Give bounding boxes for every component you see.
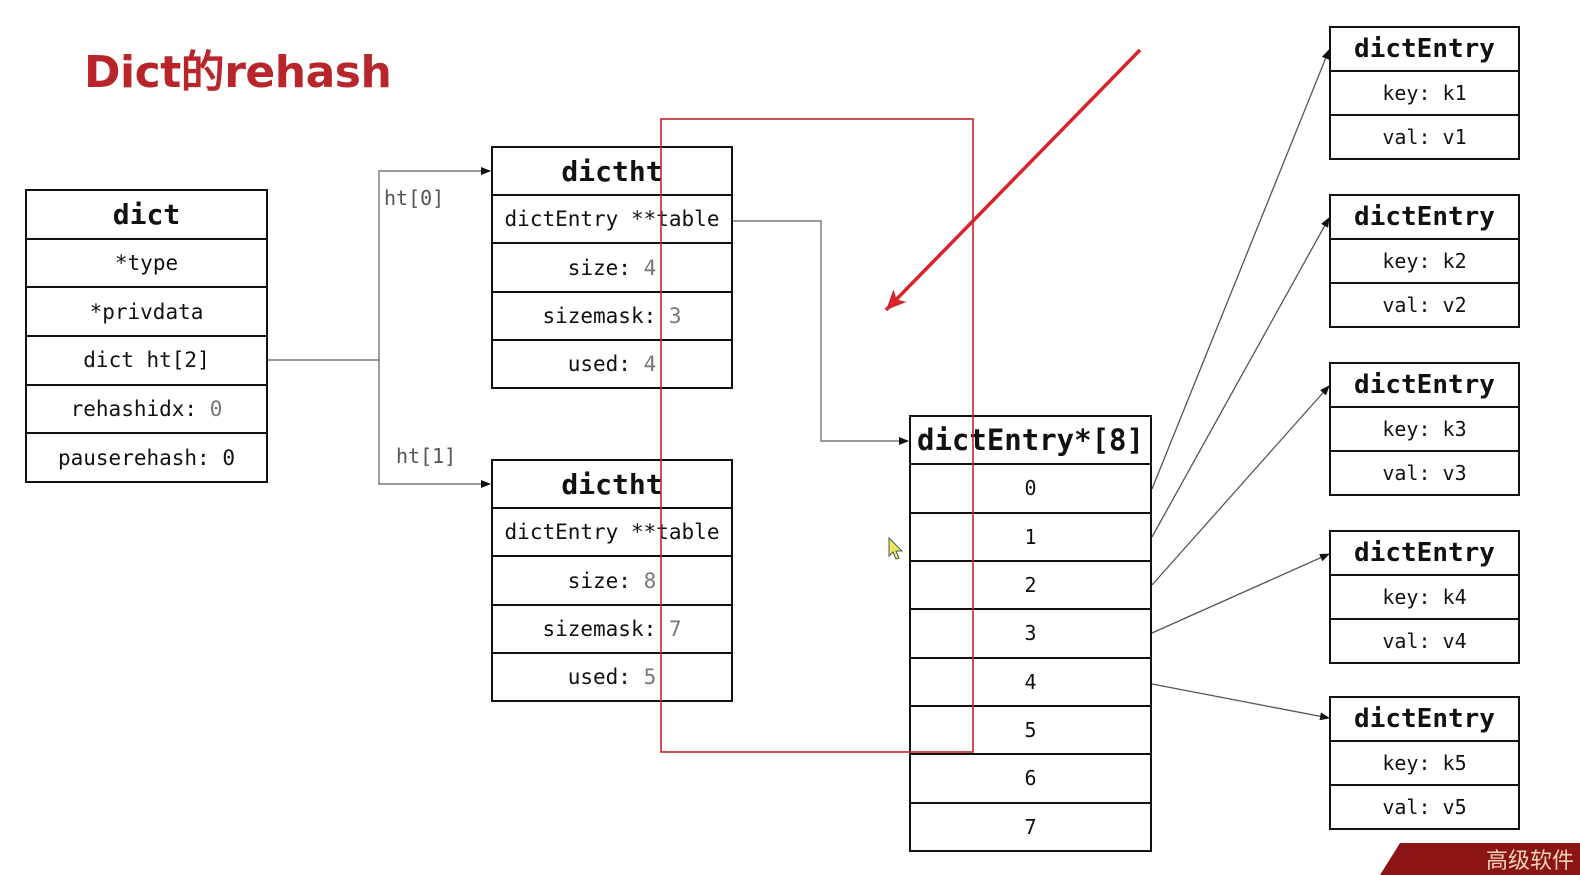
dictentry-array: dictEntry*[8] 0 1 2 3 4 5 6 7 bbox=[909, 415, 1152, 852]
dictentry-k1: dictEntry key: k1 val: v1 bbox=[1329, 26, 1520, 160]
dictentry-k1-val: val: v1 bbox=[1382, 125, 1467, 149]
slot4-to-k5-connector bbox=[1151, 683, 1330, 721]
dictentry-k4-header: dictEntry bbox=[1331, 532, 1518, 576]
dictht-0-size-field: size: 4 bbox=[493, 244, 731, 293]
dictht-0-table-field: dictEntry **table bbox=[493, 196, 731, 245]
dictht-0-header: dictht bbox=[493, 148, 731, 197]
dictentry-k3-key: key: k3 bbox=[1331, 408, 1518, 452]
dictentry-k4: dictEntry key: k4 val: v4 bbox=[1329, 530, 1520, 664]
array-slot-2: 2 bbox=[911, 562, 1150, 611]
array-slot-0: 0 bbox=[911, 465, 1150, 514]
watermark-brand: 高级软件 bbox=[1485, 849, 1574, 874]
dictentry-k3-header: dictEntry bbox=[1331, 364, 1518, 408]
dictentry-k2-val: val: v2 bbox=[1382, 293, 1467, 317]
dictht-1-header: dictht bbox=[493, 461, 731, 510]
array-slot-4: 4 bbox=[911, 659, 1150, 707]
dictht-0-sizemask-field: sizemask: 3 bbox=[493, 293, 731, 341]
dictentry-k5: dictEntry key: k5 val: v5 bbox=[1329, 696, 1520, 830]
dictht-1-used-field: used: 5 bbox=[567, 664, 657, 689]
dict-type-field: *type bbox=[27, 240, 266, 289]
dictentry-k2: dictEntry key: k2 val: v2 bbox=[1329, 194, 1520, 328]
dict-pauserehash-field: pauserehash: 0 bbox=[57, 445, 236, 470]
dictht-0: dictht dictEntry **table size: 4 sizemas… bbox=[491, 146, 733, 389]
mouse-cursor-icon bbox=[888, 536, 904, 560]
array-slot-5: 5 bbox=[911, 707, 1150, 756]
dictentry-k2-header: dictEntry bbox=[1331, 196, 1518, 240]
slot2-to-k3-connector bbox=[1151, 385, 1330, 586]
dictentry-k1-header: dictEntry bbox=[1331, 28, 1518, 72]
dictentry-k5-header: dictEntry bbox=[1331, 698, 1518, 742]
dictht-1-sizemask-field: sizemask: 7 bbox=[493, 606, 731, 654]
array-slot-3: 3 bbox=[911, 610, 1150, 659]
ht0-label: ht[0] bbox=[384, 186, 445, 210]
array-slot-7: 7 bbox=[1024, 814, 1037, 839]
brand-watermark: 高级软件 bbox=[1380, 843, 1580, 875]
dictentry-k3: dictEntry key: k3 val: v3 bbox=[1329, 362, 1520, 496]
dictentry-k1-key: key: k1 bbox=[1331, 72, 1518, 116]
slide-title: Dict的rehash bbox=[84, 47, 392, 98]
dictht-1-table-field: dictEntry **table bbox=[493, 509, 731, 558]
slot0-to-k1-connector bbox=[1151, 49, 1330, 490]
slot3-to-k4-connector bbox=[1151, 553, 1330, 634]
dict-struct: dict *type *privdata dict ht[2] rehashid… bbox=[25, 189, 268, 483]
ht1-label: ht[1] bbox=[396, 444, 457, 468]
dictentry-k2-key: key: k2 bbox=[1331, 240, 1518, 284]
dictentry-k4-val: val: v4 bbox=[1382, 629, 1467, 653]
dict-header: dict bbox=[27, 191, 266, 240]
dictentry-k3-val: val: v3 bbox=[1382, 461, 1467, 485]
annotation-arrow bbox=[884, 48, 1142, 312]
dict-ht-field: dict ht[2] bbox=[27, 337, 266, 386]
dictht-0-used-field: used: 4 bbox=[567, 351, 657, 376]
dictentry-k5-key: key: k5 bbox=[1331, 742, 1518, 786]
dictentry-array-header: dictEntry*[8] bbox=[911, 417, 1150, 466]
slot1-to-k2-connector bbox=[1151, 217, 1330, 538]
dict-rehashidx-field: rehashidx: 0 bbox=[27, 386, 266, 435]
table-to-array-connector bbox=[733, 220, 909, 445]
dictht-1-size-field: size: 8 bbox=[493, 557, 731, 606]
dict-privdata-field: *privdata bbox=[27, 288, 266, 338]
array-slot-1: 1 bbox=[911, 514, 1150, 562]
dictentry-k5-val: val: v5 bbox=[1382, 795, 1467, 819]
array-slot-6: 6 bbox=[911, 755, 1150, 804]
dictht-1: dictht dictEntry **table size: 8 sizemas… bbox=[491, 459, 733, 702]
dict-to-dictht0-connector bbox=[268, 167, 491, 361]
dictentry-k4-key: key: k4 bbox=[1331, 576, 1518, 620]
